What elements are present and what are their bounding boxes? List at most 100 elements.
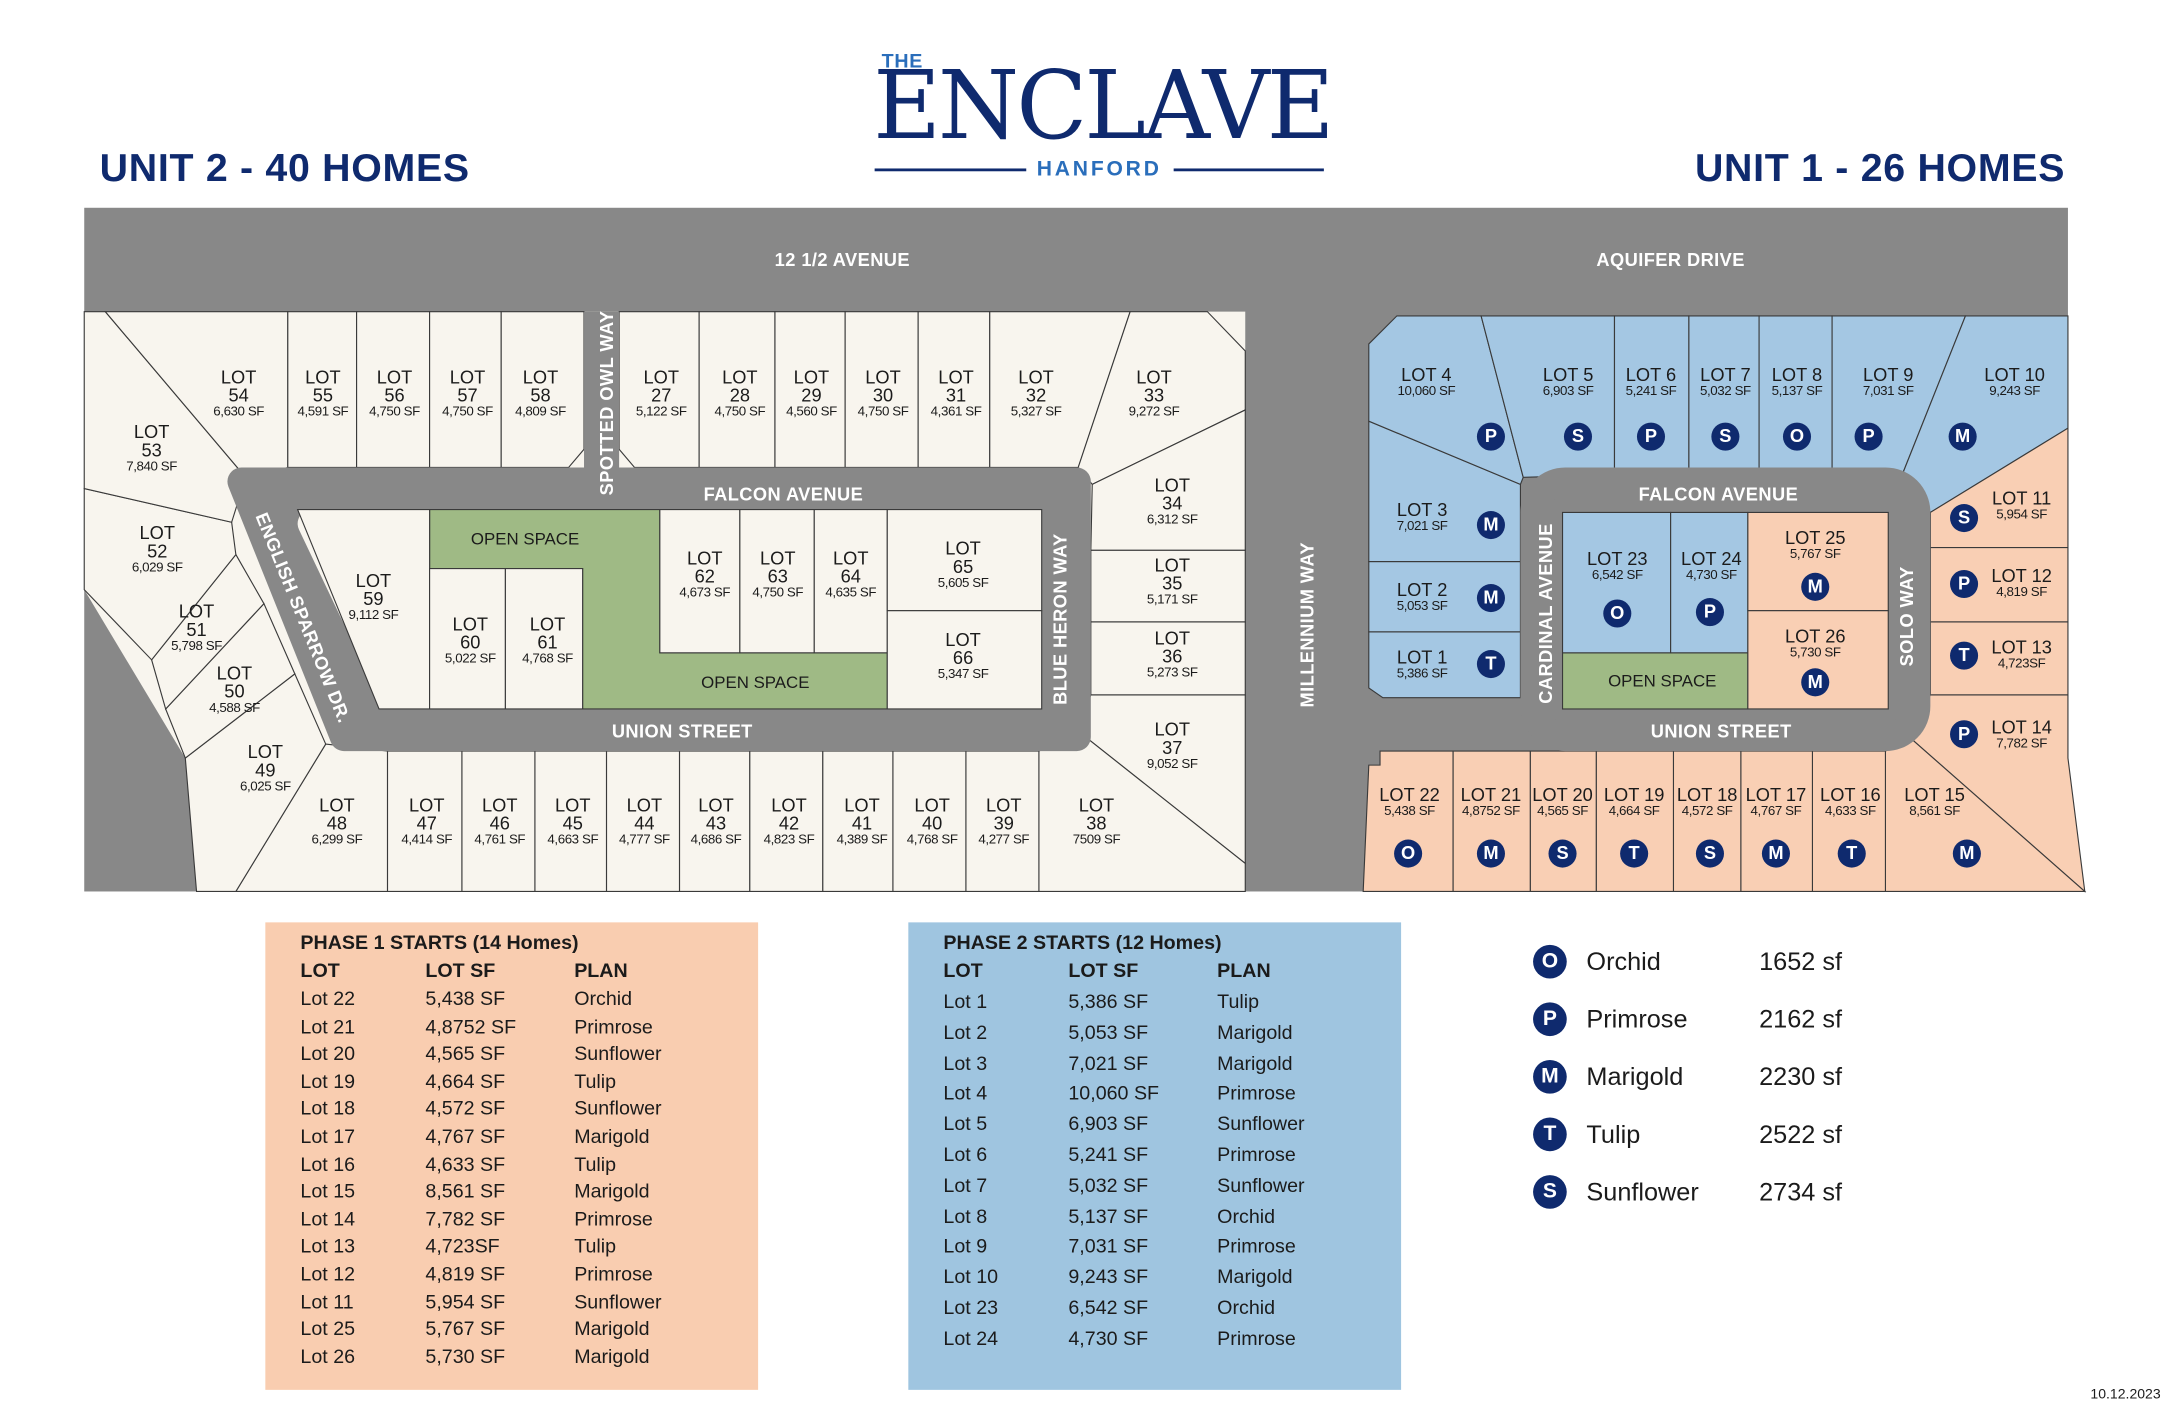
- lot-square-feet: 4,777 SF: [619, 832, 670, 848]
- lot-square-feet: 5,605 SF: [937, 575, 989, 592]
- lot-square-feet: 4,389 SF: [836, 832, 888, 848]
- lot-word: LOT: [1396, 579, 1433, 601]
- lot-word: LOT: [1681, 548, 1717, 570]
- lot-sf-cell: 7,782 SF: [425, 1207, 506, 1230]
- lot-square-feet: 4,761 SF: [474, 832, 526, 848]
- lot-title: LOT 15: [1904, 785, 1965, 803]
- phase-title: PHASE 2 STARTS (12 Homes): [943, 930, 1222, 954]
- lot-word: LOT: [319, 794, 355, 816]
- lot-number: 17: [1785, 784, 1807, 806]
- plan-cell: Marigold: [1217, 1020, 1293, 1043]
- lot-cell: Lot 7: [943, 1173, 988, 1196]
- lot-18-parcel: [1672, 750, 1742, 893]
- plan-cell: Primrose: [574, 1262, 653, 1285]
- lot-word: LOT: [1136, 366, 1172, 388]
- lot-number: 5: [1583, 364, 1594, 386]
- plan-badge-s-icon: S: [1695, 839, 1724, 868]
- plan-cell: Tulip: [574, 1234, 617, 1258]
- lot-number: 27: [651, 384, 672, 406]
- lot-square-feet: 5,386 SF: [1396, 666, 1448, 682]
- lot-word: LOT: [945, 537, 981, 559]
- lot-cell: Lot 14: [300, 1207, 356, 1230]
- plan-orchid-icon: O: [1533, 944, 1567, 979]
- lot-square-feet: 7,840 SF: [126, 459, 178, 475]
- plan-badge-p-icon: P: [1950, 569, 1979, 599]
- lot-square-feet: 8,561 SF: [1909, 803, 1960, 820]
- plan-cell: PLAN: [1217, 958, 1271, 982]
- lot-word: LOT: [1154, 718, 1191, 740]
- lot-sf-cell: 4,565 SF: [425, 1041, 506, 1065]
- plan-badge-t-icon: T: [1620, 839, 1649, 868]
- lot-word: LOT: [555, 794, 591, 816]
- lot-cell: Lot 24: [943, 1326, 999, 1349]
- street-label-union-left: UNION STREET: [611, 720, 753, 742]
- plan-badge-m-icon: M: [1476, 584, 1505, 613]
- plan-marigold-icon: M: [1533, 1059, 1567, 1094]
- lot-word: LOT: [832, 547, 869, 569]
- lot-word: LOT: [1820, 784, 1856, 806]
- lot-66-parcel: [886, 610, 1043, 710]
- lot-word: LOT: [376, 366, 413, 388]
- lot-word: LOT: [355, 569, 392, 592]
- lot-square-feet: 4,361 SF: [930, 404, 982, 420]
- plan-badge-m-icon: M: [1952, 839, 1981, 868]
- plan-size: 2162 sf: [1759, 1005, 1842, 1034]
- lot-cell: Lot 13: [300, 1234, 356, 1258]
- lot-word: LOT: [178, 600, 215, 622]
- lot-cell: Lot 11: [300, 1289, 354, 1313]
- plan-name: Tulip: [1586, 1120, 1641, 1149]
- lot-square-feet: 4,635 SF: [825, 585, 877, 601]
- lot-square-feet: 5,347 SF: [937, 666, 989, 683]
- lot-square-feet: 4,823 SF: [763, 832, 815, 848]
- plan-cell: Tulip: [574, 1152, 617, 1175]
- spotted-owl-way-road: [584, 311, 620, 481]
- lot-square-feet: 4,591 SF: [297, 404, 349, 420]
- lot-sf-cell: LOT SF: [425, 958, 496, 982]
- lot-word: LOT: [133, 421, 170, 443]
- open-space-label: OPEN SPACE: [1608, 671, 1717, 691]
- lot-word: LOT: [409, 794, 445, 816]
- lot-number: 55: [312, 384, 334, 406]
- plan-name: Primrose: [1586, 1005, 1688, 1034]
- lot-word: LOT: [1984, 364, 2020, 386]
- lot-17-parcel: [1740, 750, 1813, 893]
- lot-title: LOT 7: [1700, 366, 1751, 384]
- lot-number: 10: [2024, 364, 2045, 386]
- lot-sf-cell: 7,021 SF: [1068, 1050, 1149, 1074]
- lot-title: LOT 26: [1785, 627, 1846, 645]
- lot-number: 26: [1825, 625, 1846, 647]
- plan-cell: Sunflower: [1217, 1112, 1305, 1135]
- lot-sf-cell: 5,241 SF: [1068, 1142, 1149, 1166]
- lot-number: 54: [228, 384, 249, 406]
- lot-cell: Lot 12: [300, 1262, 356, 1285]
- lot-square-feet: 4,277 SF: [978, 832, 1030, 848]
- lot-square-feet: 5,032 SF: [1700, 383, 1751, 400]
- lot-number: 11: [2032, 487, 2052, 509]
- lot-16-parcel: [1811, 750, 1886, 893]
- lot-square-feet: 4,572 SF: [1681, 803, 1733, 820]
- logo-city-text: HANFORD: [1036, 157, 1162, 182]
- lot-square-feet: 4,723SF: [1997, 656, 2046, 672]
- plan-badge-m-icon: M: [1476, 839, 1505, 868]
- lot-word: LOT: [1771, 364, 1807, 386]
- lot-number: 57: [457, 384, 478, 406]
- unit-1-heading: UNIT 1 - 26 HOMES: [1694, 146, 2066, 190]
- plan-badge-p-icon: P: [1695, 598, 1724, 627]
- lot-61-parcel: [504, 568, 584, 710]
- plan-badge-m-icon: M: [1801, 668, 1830, 697]
